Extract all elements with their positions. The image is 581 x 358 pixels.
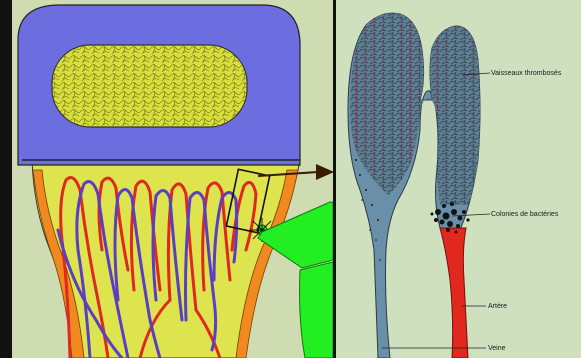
right-panel-vessel-detail: Vaisseaux thrombosés Colonies de bactéri… [336,0,581,358]
label-thrombosed-vessels: Vaisseaux thrombosés [491,70,562,77]
label-vein: Veine [488,345,506,352]
label-artery: Artère [488,303,507,310]
left-panel-bone [0,0,334,358]
left-black-edge [0,0,12,358]
label-bacterial-colonies: Colonies de bactéries [491,211,559,218]
spongy-bone [52,45,247,127]
panel-divider [333,0,336,358]
